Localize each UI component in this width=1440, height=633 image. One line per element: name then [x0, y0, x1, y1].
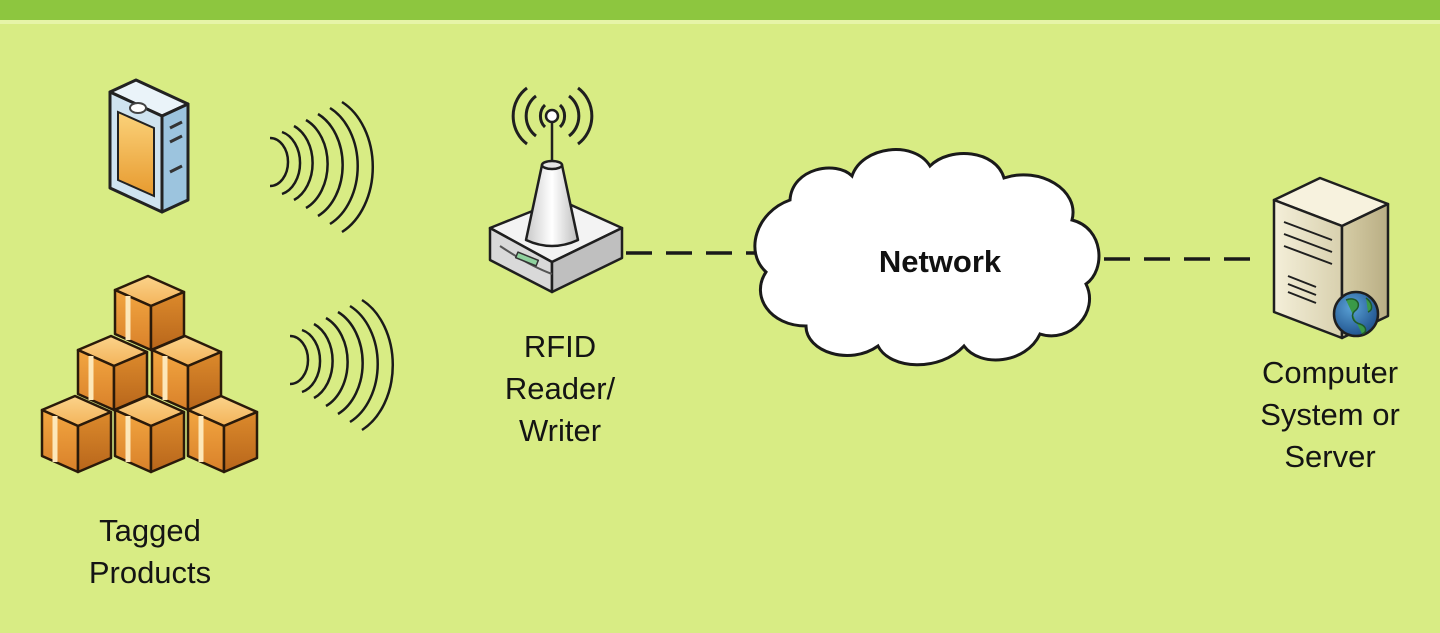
rfid-reader-line-3: Writer	[518, 413, 602, 448]
network-label: Network	[878, 244, 1002, 279]
radio-waves-lower-icon	[289, 298, 394, 432]
tagged-products-line-2: Products	[88, 555, 212, 590]
rfid-reader-line-1: RFID	[523, 329, 597, 364]
computer-server-line-1: Computer	[1261, 355, 1399, 390]
top-accent-bar	[0, 0, 1440, 20]
top-accent-band	[0, 20, 1440, 24]
rfid-reader-line-2: Reader/	[504, 371, 616, 406]
network-cloud-icon	[753, 148, 1101, 367]
stacked-boxes-icon	[40, 274, 259, 474]
rfid-reader-label: RFID Reader/ Writer	[460, 326, 660, 452]
tagged-products-line-1: Tagged	[99, 513, 201, 548]
radio-waves-upper-icon	[269, 100, 374, 234]
computer-server-line-2: System or	[1260, 397, 1400, 432]
globe-icon	[1332, 290, 1380, 338]
rfid-tag-icon	[108, 78, 190, 214]
computer-server-label: Computer System or Server	[1220, 352, 1440, 478]
rfid-reader-icon	[488, 86, 624, 294]
tagged-products-label: Tagged Products	[40, 510, 260, 594]
computer-server-icon	[1272, 176, 1390, 340]
computer-server-line-3: Server	[1284, 439, 1376, 474]
